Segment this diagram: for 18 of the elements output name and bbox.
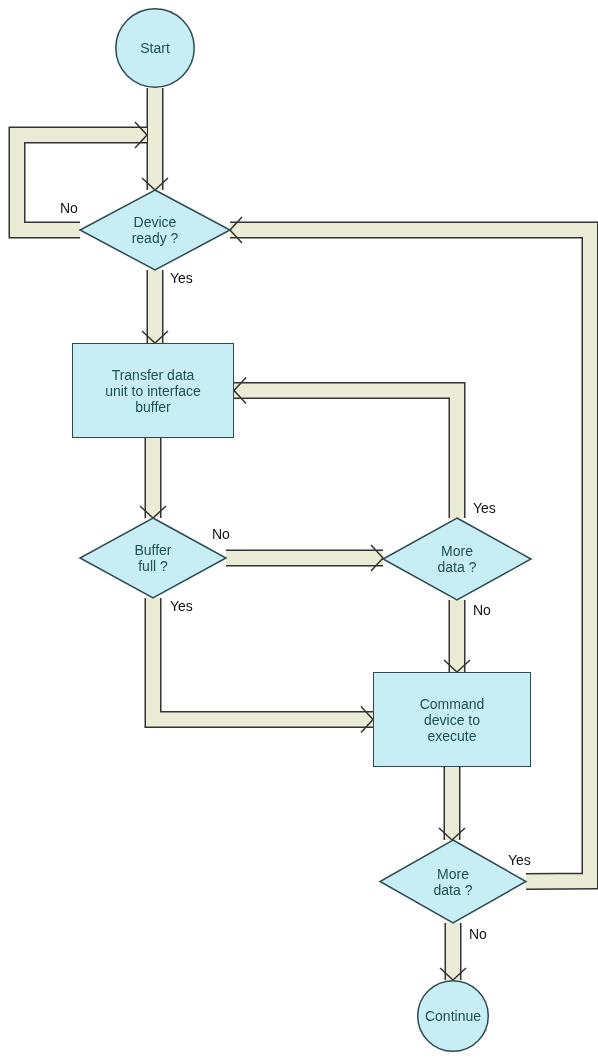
process-box <box>72 343 234 438</box>
edge-label: No <box>60 200 78 216</box>
node-text: Continue <box>423 1008 482 1024</box>
edge-label: Yes <box>170 598 193 614</box>
edge-label: No <box>212 526 230 542</box>
node-text: Device ready ? <box>130 214 180 246</box>
node-text: Transfer data unit to interface buffer <box>104 366 202 415</box>
edge-label: Yes <box>170 270 193 286</box>
edge-label: Yes <box>473 500 496 516</box>
edge-label: No <box>473 602 491 618</box>
edge-label: No <box>469 926 487 942</box>
node-text: More data ? <box>432 865 474 898</box>
edge-label: Yes <box>508 852 531 868</box>
node-text: Start <box>139 40 171 56</box>
process-box <box>373 672 531 767</box>
node-text: More data ? <box>436 543 478 575</box>
node-text: Buffer full ? <box>133 542 173 574</box>
node-text: Command device to execute <box>418 695 486 744</box>
